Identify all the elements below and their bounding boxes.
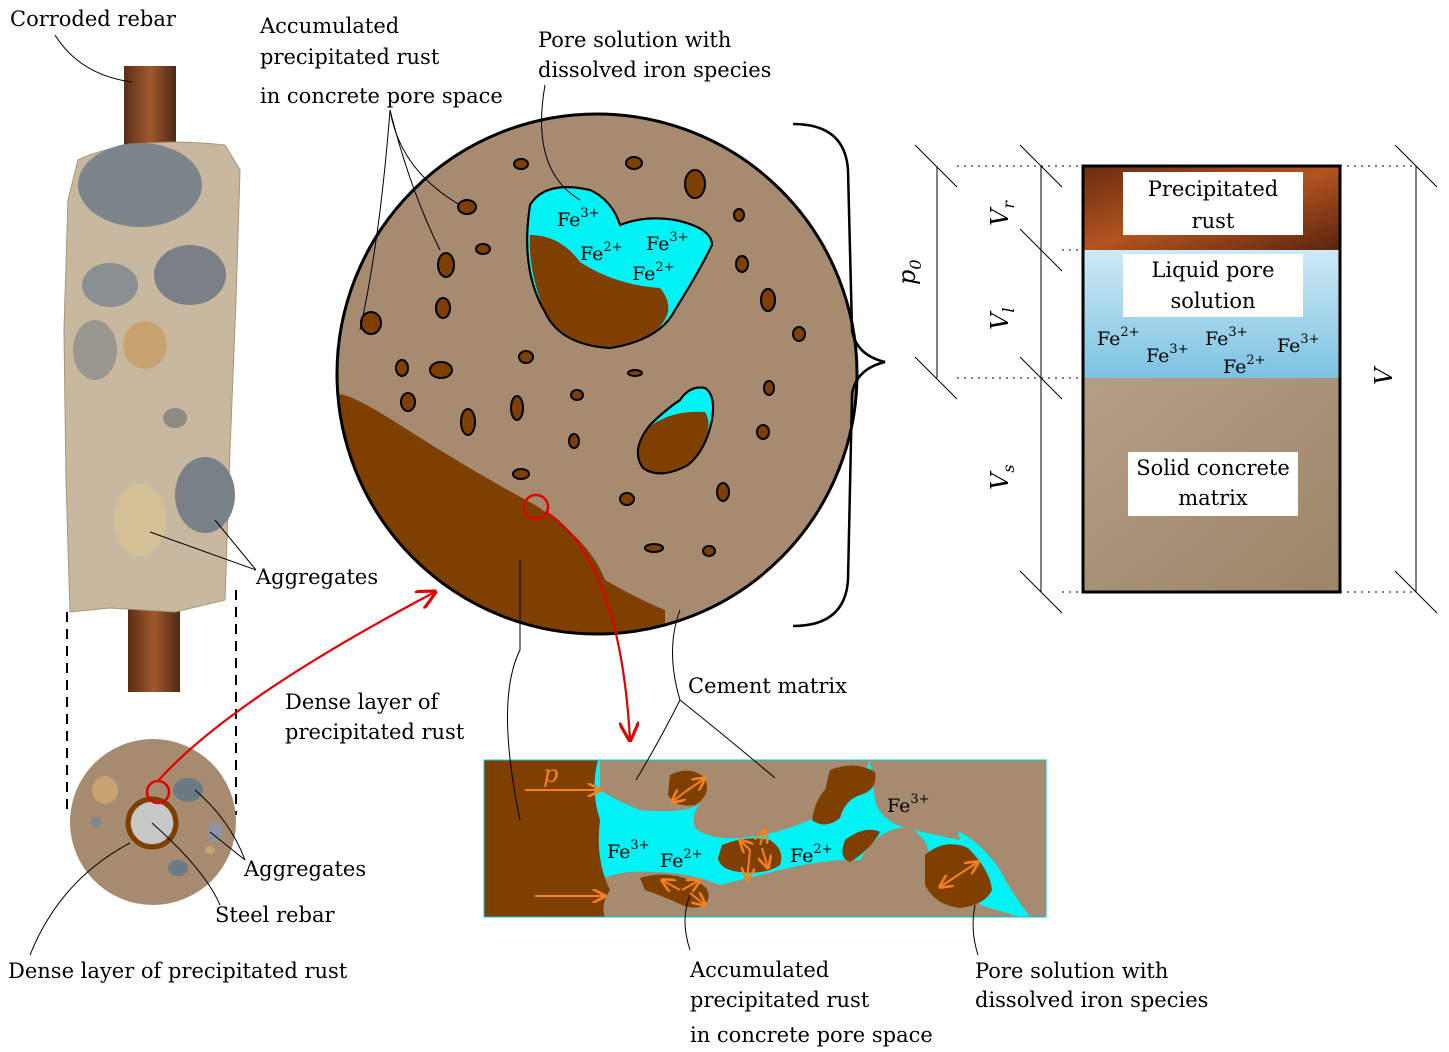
aggregate-stone (82, 263, 138, 307)
Vs-label: Vs (986, 464, 1018, 490)
pore-solution-top-label-1: Pore solution with (538, 28, 731, 52)
pore-solution-top-label-2: dissolved iron species (538, 58, 771, 82)
rebar-bottom (128, 600, 180, 692)
aggregate-stone (175, 457, 235, 533)
zoom-arrow-1 (158, 592, 435, 781)
p0-label: p0 (893, 259, 925, 285)
aggregate-stone (91, 817, 101, 827)
aggregate-stone (205, 846, 215, 854)
accumulated-top-label-2: precipitated rust (260, 45, 440, 69)
corroded-rebar-leader (55, 35, 132, 82)
corroded-rebar-label: Corroded rebar (10, 7, 177, 31)
cross-section (70, 739, 236, 905)
aggregate-stone (73, 320, 117, 380)
pore-detail-rectangle: p Fe3+ Fe2+ Fe2+ Fe3+ (484, 760, 1046, 917)
aggregate-stone (92, 776, 118, 804)
aggregates-label-1: Aggregates (255, 565, 378, 589)
Vl-label: Vl (986, 308, 1018, 330)
solid-box-label-2: matrix (1178, 486, 1248, 510)
rebar-specimen (64, 66, 240, 692)
Vr-label: Vr (986, 200, 1018, 226)
aggregates-label-2: Aggregates (243, 857, 366, 881)
dense-layer-mid-label-2: precipitated rust (285, 720, 465, 744)
aggregate-stone (78, 143, 202, 227)
aggregate-stone (114, 484, 166, 556)
rust-box-label-2: rust (1192, 209, 1235, 233)
solid-box-label-1: Solid concrete (1136, 456, 1290, 480)
accumulated-top-label-1: Accumulated (259, 14, 399, 38)
aggregate-stone (173, 778, 203, 802)
pressure-symbol: p (543, 760, 558, 788)
accumulated-bottom-label-2: precipitated rust (690, 988, 870, 1012)
accumulated-top-label-3: in concrete pore space (260, 84, 503, 108)
pore-solution-bottom-label-1: Pore solution with (975, 959, 1168, 983)
steel-rebar-label: Steel rebar (215, 903, 336, 927)
liquid-box-label-2: solution (1171, 289, 1256, 313)
dense-layer-bottom-label: Dense layer of precipitated rust (8, 959, 348, 983)
aggregate-stone (123, 321, 167, 369)
aggregate-stone (163, 408, 187, 428)
pore-solution-bottom-label-2: dissolved iron species (975, 988, 1208, 1012)
dense-layer-mid-label-1: Dense layer of (285, 690, 441, 714)
volume-column: Precipitated rust Liquid pore solution S… (1083, 166, 1340, 592)
aggregate-stone (168, 860, 188, 876)
accumulated-bottom-label-1: Accumulated (689, 958, 829, 982)
aggregate-stone (154, 245, 226, 305)
aggregate-stone (207, 822, 223, 842)
liquid-box-label-1: Liquid pore (1151, 258, 1274, 282)
cement-matrix-label: Cement matrix (688, 674, 847, 698)
rust-box-label-1: Precipitated (1148, 177, 1279, 201)
accumulated-bottom-label-3: in concrete pore space (690, 1023, 933, 1047)
V-label: V (1370, 365, 1398, 385)
